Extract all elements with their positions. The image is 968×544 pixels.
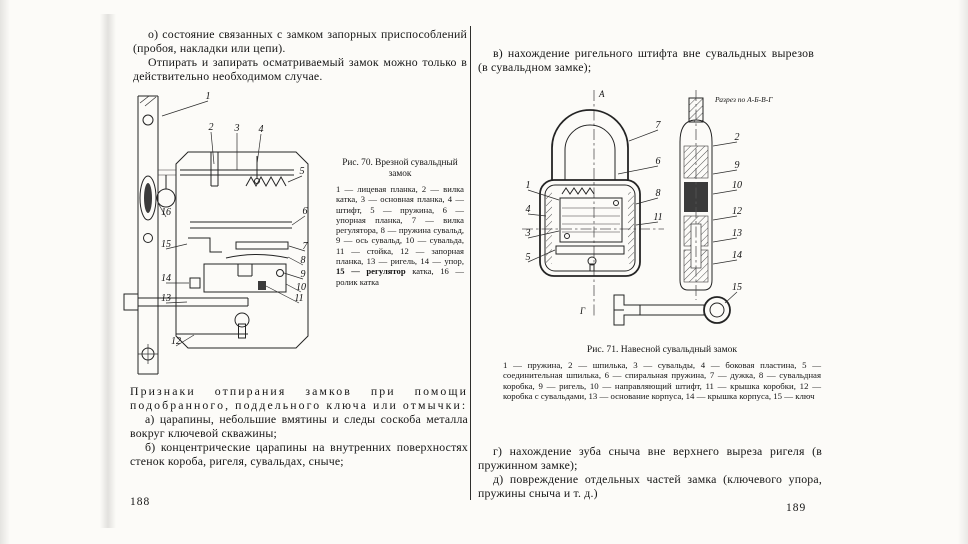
left-page: о) состояние связанных с замком запорных… [0, 0, 470, 544]
svg-text:2: 2 [209, 122, 214, 133]
page-divider-line [470, 26, 471, 500]
figure-70-title: Рис. 70. Врезной сувальдный замок [342, 158, 458, 179]
page-edge-shading-left [0, 0, 10, 544]
svg-text:9: 9 [301, 269, 306, 280]
svg-text:8: 8 [656, 188, 661, 199]
svg-text:9: 9 [735, 160, 740, 171]
svg-text:7: 7 [303, 241, 309, 252]
svg-text:2: 2 [735, 132, 740, 143]
figure-70-caption: Рис. 70. Врезной сувальдный замок 1 — ли… [336, 158, 464, 287]
svg-text:5: 5 [300, 166, 305, 177]
svg-text:12: 12 [171, 336, 181, 347]
svg-text:16: 16 [161, 207, 171, 218]
axis-letter-bottom: Г [579, 306, 586, 316]
right-bottom-text: г) нахождение зуба сныча вне верхнего вы… [478, 444, 822, 500]
figure-71-caption: Рис. 71. Навесной сувальдный замок 1 — п… [503, 344, 821, 402]
section-label: Разрез по А-Б-В-Г [714, 95, 773, 104]
svg-text:14: 14 [161, 273, 171, 284]
svg-text:11: 11 [294, 293, 303, 304]
legend-part: 1 — лицевая планка, 2 — вилка катка, 3 —… [336, 184, 464, 267]
svg-text:1: 1 [526, 180, 531, 191]
svg-text:6: 6 [303, 206, 308, 217]
figure-70-legend: 1 — лицевая планка, 2 — вилка катка, 3 —… [336, 184, 464, 287]
figure-71-drawing: А Г [522, 89, 773, 326]
svg-text:13: 13 [732, 228, 742, 239]
svg-text:15: 15 [732, 282, 742, 293]
svg-text:6: 6 [656, 156, 661, 167]
right-page: в) нахождение ригельного штифта вне сува… [470, 0, 968, 544]
axis-letter-top: А [598, 89, 605, 99]
svg-text:4: 4 [526, 204, 531, 215]
padlock-mechanism [555, 187, 625, 272]
list-item-g: г) нахождение зуба сныча вне верхнего вы… [478, 444, 822, 472]
paragraph: Отпирать и запирать осматриваемый замок … [133, 55, 467, 83]
svg-text:8: 8 [301, 255, 306, 266]
svg-text:3: 3 [234, 123, 240, 134]
book-gutter-shadow [100, 14, 116, 528]
svg-text:7: 7 [656, 120, 662, 131]
list-item-v: в) нахождение ригельного штифта вне сува… [478, 46, 814, 74]
svg-text:14: 14 [732, 250, 742, 261]
page-edge-shading-right [958, 0, 968, 544]
faceplate [137, 95, 159, 375]
svg-text:13: 13 [161, 293, 171, 304]
svg-text:5: 5 [526, 252, 531, 263]
lock-body [158, 151, 309, 349]
signs-heading: Признаки отпирания замков при помощи под… [130, 384, 468, 412]
padlock-section-view: Разрез по А-Б-В-Г [679, 90, 773, 300]
list-item-a: а) царапины, небольшие вмятины и следы с… [130, 412, 468, 440]
right-top-paragraph: в) нахождение ригельного штифта вне сува… [478, 46, 814, 74]
figure-71-legend: 1 — пружина, 2 — шпилька, 3 — сувальды, … [503, 360, 821, 402]
figure-71-title: Рис. 71. Навесной сувальдный замок [586, 344, 738, 355]
left-bottom-text: Признаки отпирания замков при помощи под… [130, 384, 468, 468]
left-top-paragraphs: о) состояние связанных с замком запорных… [133, 27, 467, 83]
paragraph: о) состояние связанных с замком запорных… [133, 27, 467, 55]
svg-text:4: 4 [259, 124, 264, 135]
lock-mechanism [123, 152, 294, 339]
svg-text:3: 3 [525, 228, 531, 239]
list-item-b: б) концентрические царапины на внутренни… [130, 440, 468, 468]
svg-text:15: 15 [161, 239, 171, 250]
svg-text:10: 10 [732, 180, 742, 191]
list-item-d: д) повреждение отдельных частей замка (к… [478, 472, 822, 500]
padlock-body [539, 109, 641, 277]
page-number-left: 188 [130, 496, 151, 508]
svg-text:1: 1 [206, 91, 211, 102]
page-number-right: 189 [786, 502, 807, 514]
svg-text:11: 11 [653, 212, 662, 223]
legend-part-bold: 15 — регулятор [336, 266, 406, 277]
key-drawing [613, 294, 731, 326]
svg-text:12: 12 [732, 206, 742, 217]
legend-part: катка, 16 — ролик катка [336, 266, 464, 287]
svg-text:10: 10 [296, 282, 306, 293]
